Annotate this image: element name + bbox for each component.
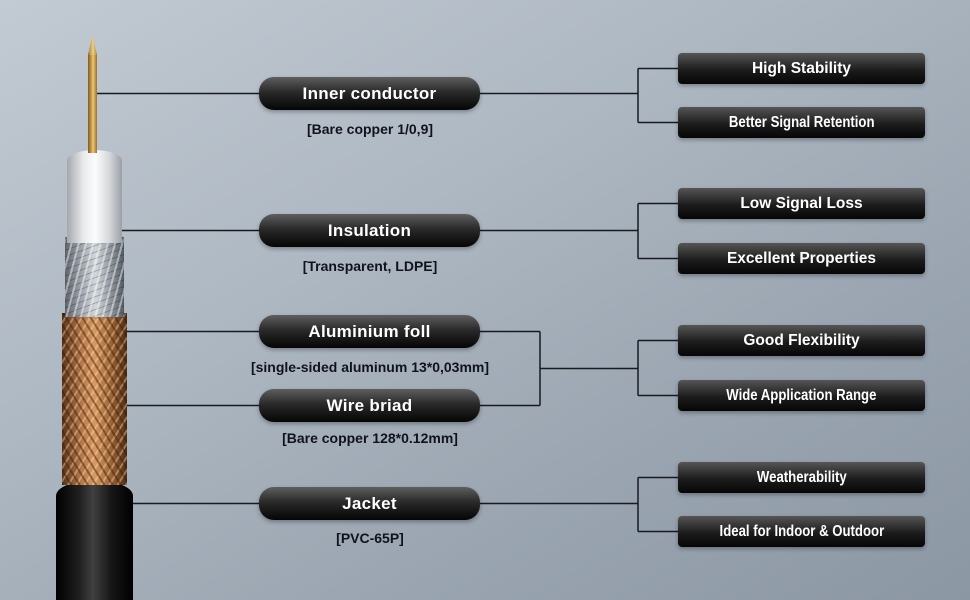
spec-aluminium-foil: [single-sided aluminum 13*0,03mm]: [220, 356, 520, 378]
label-pill-aluminium-foil: Aluminium foll: [259, 315, 480, 348]
badge-label: Better Signal Retention: [728, 113, 875, 131]
badge-label: Low Signal Loss: [740, 194, 863, 212]
label-pill-wire-braid: Wire briad: [259, 389, 480, 422]
benefit-badge-indoor-outdoor: Ideal for Indoor & Outdoor: [678, 516, 925, 547]
cable-wire-braid-layer: [62, 313, 127, 485]
benefit-badge-wide-application-range: Wide Application Range: [678, 380, 925, 411]
pill-label: Jacket: [342, 493, 397, 513]
label-pill-inner-conductor: Inner conductor: [259, 77, 480, 110]
cable-insulation-layer: [67, 150, 122, 243]
spec-wire-braid: [Bare copper 128*0.12mm]: [220, 427, 520, 449]
badge-label: Excellent Properties: [726, 249, 877, 267]
spec-text: [PVC-65P]: [336, 530, 404, 546]
benefit-badge-high-stability: High Stability: [678, 53, 925, 84]
cable-inner-conductor-wire: [88, 53, 97, 153]
benefit-badge-good-flexibility: Good Flexibility: [678, 325, 925, 356]
spec-text: [single-sided aluminum 13*0,03mm]: [250, 359, 490, 375]
badge-label: Good Flexibility: [743, 331, 860, 349]
benefit-badge-excellent-properties: Excellent Properties: [678, 243, 925, 274]
spec-text: [Transparent, LDPE]: [302, 258, 438, 274]
pill-label: Insulation: [327, 220, 412, 240]
badge-label: Ideal for Indoor & Outdoor: [719, 522, 884, 540]
badge-label: Wide Application Range: [726, 386, 877, 404]
pill-label: Inner conductor: [302, 83, 437, 103]
spec-text: [Bare copper 128*0.12mm]: [282, 430, 458, 446]
spec-insulation: [Transparent, LDPE]: [220, 255, 520, 277]
spec-jacket: [PVC-65P]: [220, 527, 520, 549]
benefit-badge-better-signal-retention: Better Signal Retention: [678, 107, 925, 138]
badge-label: Weatherability: [756, 468, 847, 486]
spec-inner-conductor: [Bare copper 1/0,9]: [220, 118, 520, 140]
cable-aluminium-foil-layer: [65, 237, 124, 317]
spec-text: [Bare copper 1/0,9]: [306, 121, 434, 137]
pill-label: Aluminium foll: [308, 321, 431, 341]
pill-label: Wire briad: [326, 395, 413, 415]
cable-conductor-tip: [88, 35, 97, 55]
label-pill-jacket: Jacket: [259, 487, 480, 520]
cable-jacket-layer: [56, 481, 133, 600]
label-pill-insulation: Insulation: [259, 214, 480, 247]
benefit-badge-weatherability: Weatherability: [678, 462, 925, 493]
benefit-badge-low-signal-loss: Low Signal Loss: [678, 188, 925, 219]
badge-label: High Stability: [751, 59, 852, 77]
